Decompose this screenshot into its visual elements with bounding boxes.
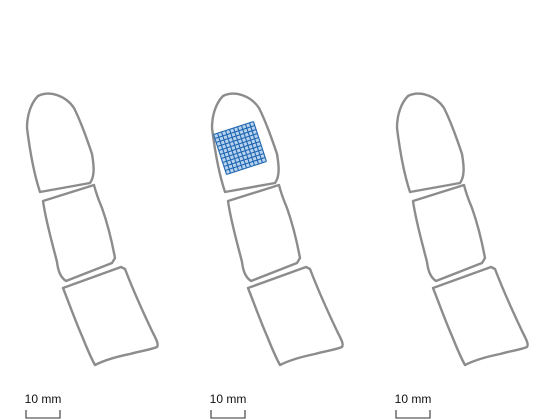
sensor-grid-line	[240, 125, 256, 166]
distal-phalanx-outline	[25, 92, 95, 194]
scale-bar-line	[395, 410, 431, 419]
proximal-phalanx-outline	[246, 265, 344, 367]
scale-bar-label: 10 mm	[25, 392, 62, 406]
middle-phalanx-outline	[226, 183, 302, 283]
proximal-phalanx-outline	[61, 265, 159, 367]
sensor-grid	[213, 121, 267, 175]
proximal-phalanx-outline	[431, 265, 529, 367]
finger-panel-1: 10 mm	[25, 92, 159, 419]
sensor-grid-line	[226, 160, 267, 175]
sensor-grid-line	[225, 156, 266, 171]
distal-phalanx-outline	[395, 92, 465, 194]
finger-panel-2: 10 mm	[210, 92, 344, 419]
sensor-grid-line	[252, 121, 267, 162]
scale-bar-label: 10 mm	[210, 392, 247, 406]
scale-bar: 10 mm	[25, 392, 62, 419]
distal-phalanx-outline	[210, 92, 280, 194]
middle-phalanx-outline	[411, 183, 487, 283]
sensor-grid-line	[236, 126, 252, 167]
sensor-grid-line	[223, 152, 265, 167]
finger-panel-3: 10 mm	[395, 92, 529, 419]
sensor-grid-line	[248, 122, 263, 163]
scale-bar-label: 10 mm	[395, 392, 432, 406]
sensor-grid-line	[222, 148, 263, 164]
scale-bar-line	[210, 410, 246, 419]
sensor-grid-line	[221, 144, 262, 160]
sensor-grid-line	[244, 123, 259, 165]
scale-bar: 10 mm	[210, 392, 247, 419]
sensor-grid-line	[219, 140, 261, 156]
scale-bar: 10 mm	[395, 392, 432, 419]
scale-bar-line	[25, 410, 61, 419]
middle-phalanx-outline	[41, 183, 117, 283]
